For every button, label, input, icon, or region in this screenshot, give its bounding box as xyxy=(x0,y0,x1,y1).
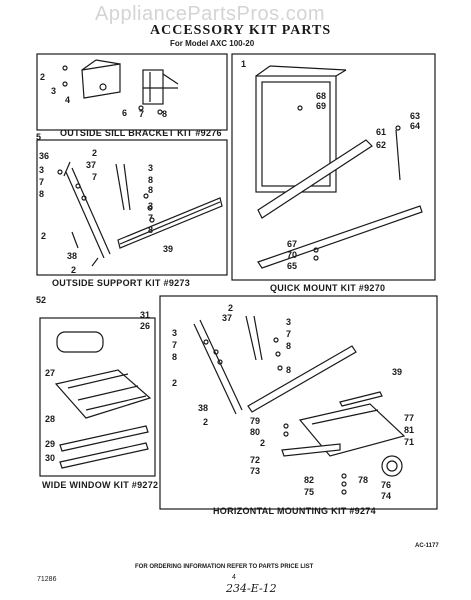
wide-window-strip-lower xyxy=(59,442,149,469)
callout-horiz-8b: 8 xyxy=(286,341,292,351)
callout-support-3: 3 xyxy=(39,165,45,175)
callout-horiz-76: 76 xyxy=(381,480,392,490)
callout-quick-65: 65 xyxy=(287,261,298,271)
footer-part-number: 71286 xyxy=(37,576,57,583)
callout-horiz-39: 39 xyxy=(392,367,403,377)
callout-horiz-37: 37 xyxy=(222,313,233,323)
page-number: 4 xyxy=(232,574,236,581)
callout-wide-31: 31 xyxy=(140,310,151,320)
callout-support-2c: 2 xyxy=(71,265,77,275)
callout-52: 52 xyxy=(36,295,47,305)
callout-sill-4: 4 xyxy=(65,95,71,105)
panel-horizontal xyxy=(159,295,438,510)
sill-bracket-frame xyxy=(142,69,164,105)
callout-support-8c: 8 xyxy=(148,185,154,195)
callout-quick-70: 70 xyxy=(287,250,298,260)
reference-code: AC-1177 xyxy=(415,543,439,549)
kit-label-wide-window: WIDE WINDOW KIT #9272 xyxy=(42,480,159,490)
callout-sill-3: 3 xyxy=(51,86,57,96)
kit-label-outside-sill: OUTSIDE SILL BRACKET KIT #9276 xyxy=(60,128,222,138)
callout-horiz-79: 79 xyxy=(250,416,261,426)
callout-support-3b: 3 xyxy=(148,163,154,173)
callout-support-37: 37 xyxy=(86,160,97,170)
callout-sill-8: 8 xyxy=(162,109,168,119)
callout-wide-30: 30 xyxy=(45,453,56,463)
callout-support-7: 7 xyxy=(39,177,45,187)
callout-sill-6: 6 xyxy=(122,108,128,118)
callout-support-2a: 2 xyxy=(92,148,98,158)
callout-horiz-8a: 8 xyxy=(172,352,178,362)
callout-horiz-2d: 2 xyxy=(260,438,266,448)
callout-horiz-82: 82 xyxy=(304,475,315,485)
callout-horiz-2a: 2 xyxy=(228,303,234,313)
callout-horiz-3b: 3 xyxy=(286,317,292,327)
page-title: ACCESSORY KIT PARTS xyxy=(150,23,332,38)
callout-support-7c: 7 xyxy=(148,213,154,223)
callout-horiz-75: 75 xyxy=(304,487,315,497)
callout-quick-63: 63 xyxy=(410,111,421,121)
callout-support-8: 8 xyxy=(39,189,45,199)
panel-wide-window xyxy=(39,317,156,477)
callout-quick-67: 67 xyxy=(287,239,298,249)
callout-horiz-73: 73 xyxy=(250,466,261,476)
callout-horiz-38: 38 xyxy=(198,403,209,413)
wide-window-strip-upper xyxy=(59,425,149,452)
callout-horiz-74: 74 xyxy=(381,491,392,501)
callout-horiz-3a: 3 xyxy=(172,328,178,338)
callout-wide-28: 28 xyxy=(45,414,56,424)
callout-support-3c: 3 xyxy=(148,201,154,211)
sill-bracket-box xyxy=(81,63,121,99)
kit-label-horizontal: HORIZONTAL MOUNTING KIT #9274 xyxy=(213,506,376,516)
callout-5: 5 xyxy=(36,132,42,142)
panel-outside-sill xyxy=(36,53,228,131)
callout-quick-61: 61 xyxy=(376,127,387,137)
callout-support-38: 38 xyxy=(67,251,78,261)
callout-quick-64: 64 xyxy=(410,121,421,131)
callout-support-39: 39 xyxy=(163,244,174,254)
callout-quick-69: 69 xyxy=(316,101,327,111)
callout-support-7b: 7 xyxy=(92,172,98,182)
callout-horiz-71: 71 xyxy=(404,437,415,447)
panel-outside-support xyxy=(36,139,228,276)
callout-horiz-80: 80 xyxy=(250,427,261,437)
callout-sill-7: 7 xyxy=(139,109,145,119)
horizontal-base-panel xyxy=(298,403,406,457)
horizontal-rail xyxy=(247,345,357,413)
callout-quick-1: 1 xyxy=(241,59,247,69)
callout-horiz-81: 81 xyxy=(404,425,415,435)
callout-quick-62: 62 xyxy=(376,140,387,150)
callout-quick-68: 68 xyxy=(316,91,327,101)
ordering-footer: FOR ORDERING INFORMATION REFER TO PARTS … xyxy=(135,564,314,570)
callout-wide-26: 26 xyxy=(140,321,151,331)
kit-label-quick-mount: QUICK MOUNT KIT #9270 xyxy=(270,283,386,293)
panel-quick-mount xyxy=(231,53,436,281)
callout-horiz-78: 78 xyxy=(358,475,369,485)
callout-wide-27: 27 xyxy=(45,368,56,378)
callout-horiz-7a: 7 xyxy=(172,340,178,350)
handwritten-note: 234-E-12 xyxy=(226,582,277,595)
watermark: AppliancePartsPros.com xyxy=(95,3,325,25)
callout-horiz-2c: 2 xyxy=(203,417,209,427)
callout-support-2b: 2 xyxy=(41,231,47,241)
callout-horiz-8c: 8 xyxy=(286,365,292,375)
wide-window-seal xyxy=(56,331,104,353)
quick-mount-bar xyxy=(257,205,423,269)
callout-horiz-7b: 7 xyxy=(286,329,292,339)
quick-mount-strip xyxy=(257,139,373,219)
callout-horiz-72: 72 xyxy=(250,455,261,465)
callout-horiz-77: 77 xyxy=(404,413,415,423)
callout-support-8d: 8 xyxy=(148,225,154,235)
page-subtitle: For Model AXC 100-20 xyxy=(170,39,255,48)
callout-sill-2: 2 xyxy=(40,72,46,82)
callout-horiz-2b: 2 xyxy=(172,378,178,388)
callout-support-36: 36 xyxy=(39,151,50,161)
kit-label-outside-support: OUTSIDE SUPPORT KIT #9273 xyxy=(52,278,191,288)
callout-wide-29: 29 xyxy=(45,439,56,449)
callout-support-8b: 8 xyxy=(148,175,154,185)
